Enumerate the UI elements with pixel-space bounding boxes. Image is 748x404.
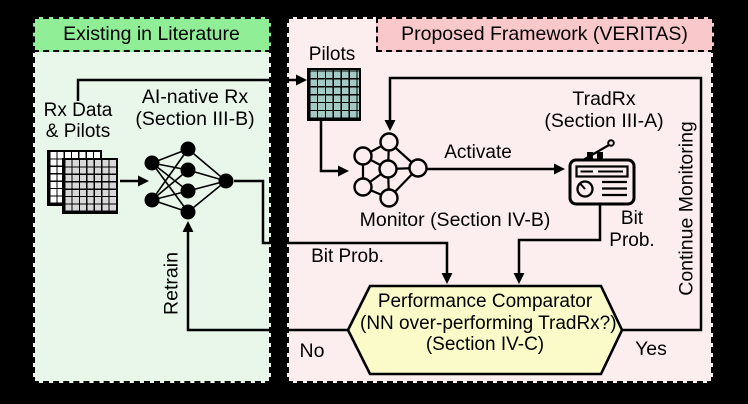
activate-label: Activate <box>444 142 512 163</box>
tradrx-label: TradRx (Section III-A) <box>544 88 664 132</box>
rxdata-to-pilots-line <box>76 78 298 101</box>
bit-prob-nn-label: Bit Prob. <box>311 246 384 267</box>
tradrx-bitprob-to-comparator-line <box>517 204 602 276</box>
existing-literature-header: Existing in Literature <box>32 16 271 52</box>
proposed-framework-title: Proposed Framework (VERITAS) <box>401 22 688 45</box>
continue-monitoring-label: Continue Monitoring <box>675 121 698 296</box>
pilots-grid-icon <box>307 68 361 121</box>
pilots-to-monitor-line <box>319 121 341 173</box>
ainn-bitprob-to-comparator-line <box>234 179 449 276</box>
no-retrain-line <box>186 229 348 332</box>
flow-lines <box>76 76 703 332</box>
existing-literature-title: Existing in Literature <box>63 22 240 45</box>
ai-nn-icon <box>144 141 234 220</box>
pilots-label: Pilots <box>308 44 356 65</box>
rx-data-pilots-label: Rx Data & Pilots <box>43 100 113 142</box>
arrowhead-into-monitor-left <box>338 165 349 177</box>
proposed-framework-header: Proposed Framework (VERITAS) <box>375 16 714 52</box>
monitor-label: Monitor (Section IV-B) <box>359 209 551 231</box>
performance-comparator-label: Performance Comparator (NN over-performi… <box>360 291 617 355</box>
radio-receiver-icon <box>568 139 636 206</box>
arrowhead-retrain-into-ainn <box>182 221 194 232</box>
arrowhead-into-tradrx <box>554 163 565 175</box>
monitor-nn-icon <box>353 132 428 208</box>
arrowhead-ainn-into-comparator <box>441 273 453 284</box>
yes-continue-monitoring-loop-line <box>388 76 703 332</box>
retrain-label: Retrain <box>160 252 183 315</box>
arrowhead-into-ainn <box>138 175 149 187</box>
ai-native-rx-label: AI-native Rx (Section III-B) <box>135 86 255 130</box>
flow-arrowheads <box>138 74 565 284</box>
arrowhead-tradrx-into-comparator <box>513 273 525 284</box>
rx-data-grid-front-icon <box>62 158 118 214</box>
no-branch-label: No <box>299 340 325 362</box>
yes-branch-label: Yes <box>635 338 667 360</box>
bit-prob-tradrx-label: Bit Prob. <box>609 208 655 251</box>
arrowhead-into-monitor-top <box>384 120 396 131</box>
arrowhead-into-pilots <box>296 74 307 86</box>
